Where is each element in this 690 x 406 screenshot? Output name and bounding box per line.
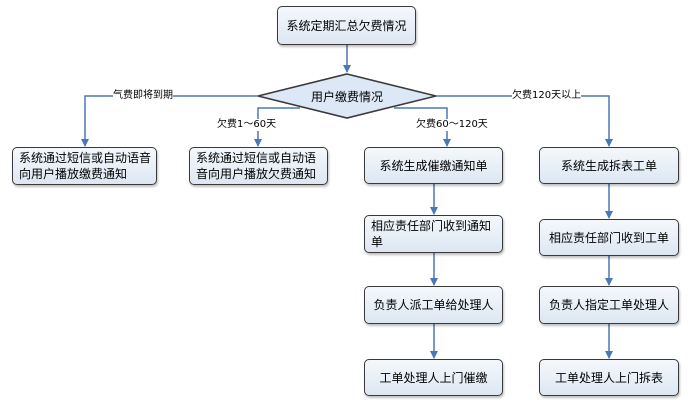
start-label: 系统定期汇总欠费情况 [286,18,407,33]
step-c4-onsite-remove: 工单处理人上门拆表 [539,359,679,396]
step-c4-onsite-remove-label: 工单处理人上门拆表 [554,370,663,385]
arrow-branch-overdue-120-plus [436,95,613,147]
step-c4-generate-removal: 系统生成拆表工单 [539,147,679,184]
step-c4-dept-receives: 相应责任部门收到工单 [539,219,679,256]
step-c4-generate-removal-label: 系统生成拆表工单 [560,158,657,173]
step-payment-notice-label: 系统通过短信或自动语音向用户播放缴费通知 [19,151,152,181]
step-payment-notice: 系统通过短信或自动语音向用户播放缴费通知 [12,147,157,185]
step-c3-dept-receives: 相应责任部门收到通知单 [364,215,503,253]
edge-label-overdue-1-60: 欠费1～60天 [217,119,277,131]
start-box: 系统定期汇总欠费情况 [277,6,416,45]
step-c3-dispatch-order: 负责人派工单给处理人 [364,286,503,324]
edge-label-overdue-60-120: 欠费60～120天 [416,119,488,131]
edge-label-overdue-120-plus: 欠费120天以上 [512,90,582,102]
step-c3-onsite-collect: 工单处理人上门催缴 [364,359,503,396]
step-arrears-notice: 系统通过短信或自动语音向用户播放欠费通知 [189,147,328,185]
step-c3-dispatch-order-label: 负责人派工单给处理人 [373,298,494,312]
step-c4-assign-handler-label: 负责人指定工单处理人 [548,298,669,312]
step-c3-generate-notice-label: 系统生成催缴通知单 [379,158,488,173]
step-c3-dept-receives-label: 相应责任部门收到通知单 [371,219,492,249]
step-c4-dept-receives-label: 相应责任部门收到工单 [548,230,669,245]
step-c4-assign-handler: 负责人指定工单处理人 [539,286,679,324]
step-c3-generate-notice: 系统生成催缴通知单 [364,147,503,184]
arrow-branch-overdue-60-120 [394,107,451,147]
edge-label-due-soon: 气费即将到期 [113,90,173,102]
step-c3-onsite-collect-label: 工单处理人上门催缴 [379,370,488,385]
decision-label: 用户缴费情况 [310,90,383,104]
arrow-branch-overdue-1-60 [254,107,300,147]
decision-diamond [257,73,437,119]
arrow-branch-due-soon [81,95,258,147]
step-arrears-notice-label: 系统通过短信或自动语音向用户播放欠费通知 [196,151,317,181]
